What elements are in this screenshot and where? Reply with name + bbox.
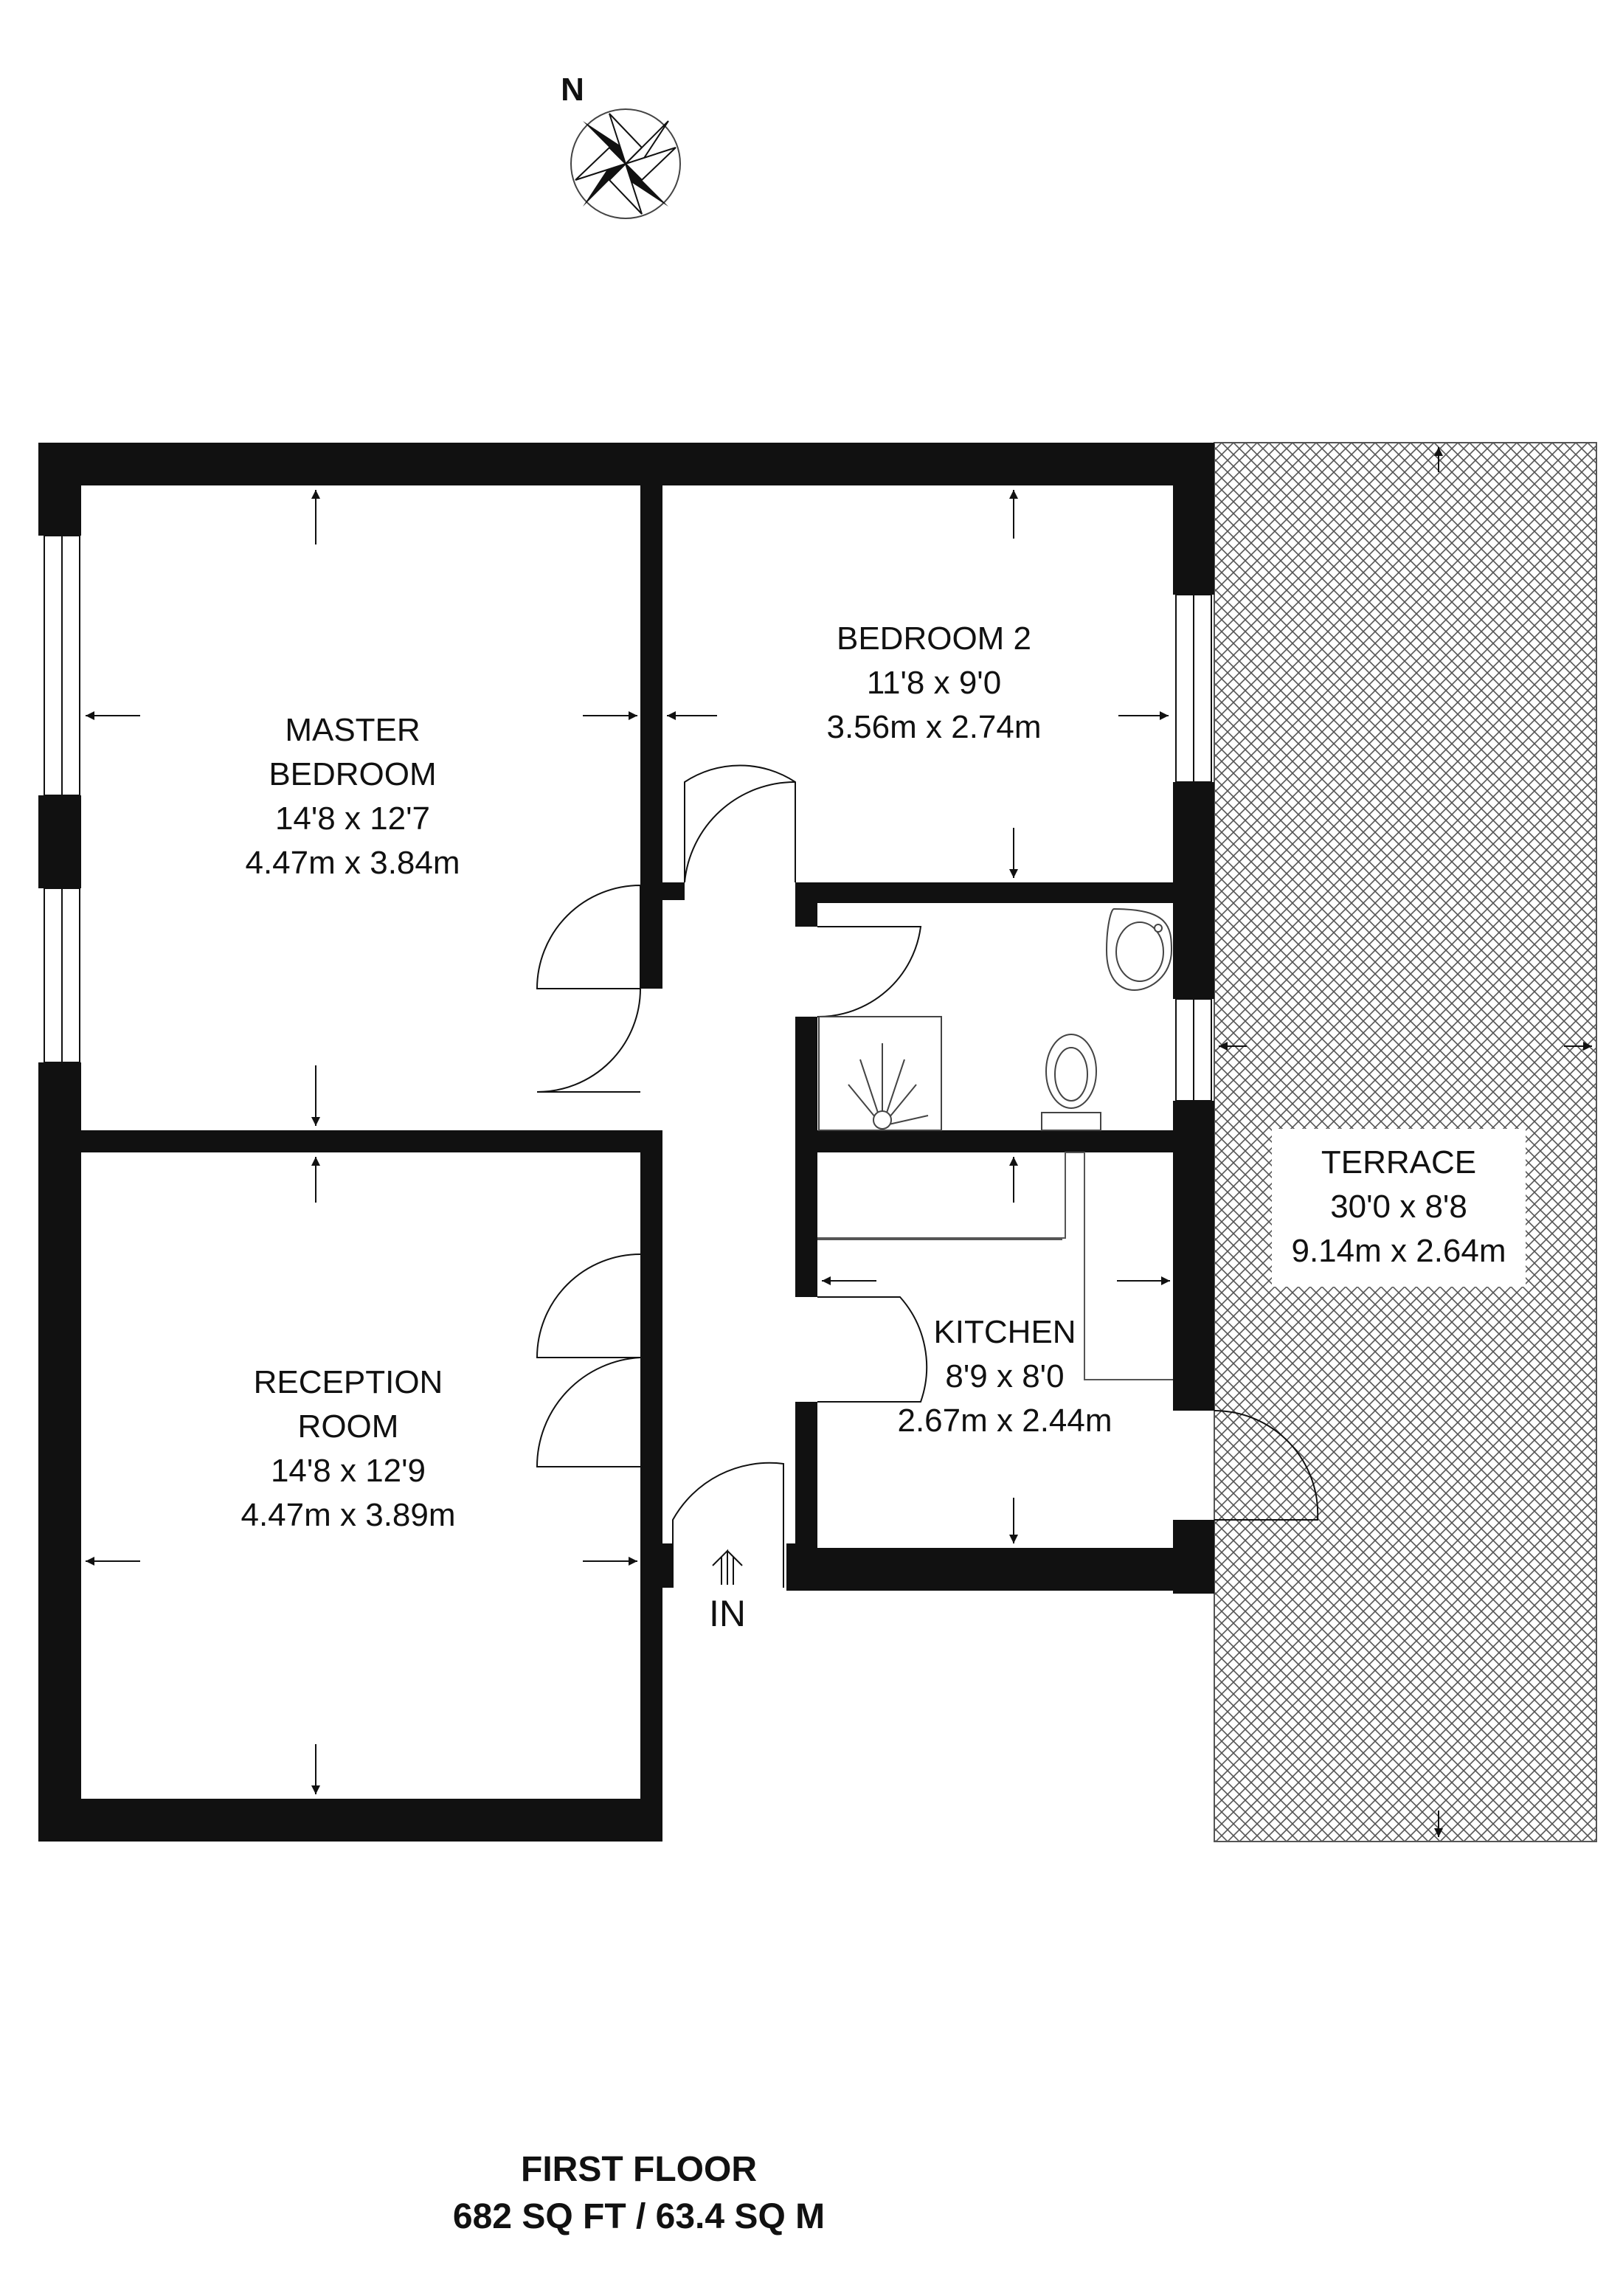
walls — [38, 443, 1214, 1842]
room-reception-room: RECEPTION ROOM 14'8 x 12'9 4.47m x 3.89m — [240, 1364, 455, 1533]
room-name: KITCHEN — [933, 1314, 1076, 1350]
terrace-label-box — [1272, 1129, 1526, 1287]
room-name-line1: RECEPTION — [254, 1364, 443, 1400]
room-bedroom-2: BEDROOM 2 11'8 x 9'0 3.56m x 2.74m — [826, 620, 1041, 745]
toilet-icon — [1041, 1034, 1101, 1131]
dimension-arrows — [86, 447, 1592, 1837]
room-size-metric: 4.47m x 3.84m — [245, 845, 460, 881]
doors — [536, 764, 1319, 1588]
room-name: BEDROOM 2 — [837, 620, 1031, 657]
entrance-label: IN — [709, 1593, 746, 1634]
compass-rose-icon — [570, 108, 681, 219]
room-master-bedroom: MASTER BEDROOM 14'8 x 12'7 4.47m x 3.84m — [245, 712, 460, 881]
room-kitchen: KITCHEN 8'9 x 8'0 2.67m x 2.44m — [897, 1314, 1112, 1439]
room-size-imperial: 14'8 x 12'9 — [271, 1453, 426, 1489]
room-size-metric: 3.56m x 2.74m — [826, 709, 1041, 745]
room-size-metric: 4.47m x 3.89m — [240, 1497, 455, 1533]
floor-title: FIRST FLOOR — [521, 2150, 757, 2189]
room-name-line2: BEDROOM — [269, 756, 436, 792]
kitchen-worktops — [817, 1152, 1173, 1380]
room-size-imperial: 11'8 x 9'0 — [867, 665, 1001, 701]
room-name: TERRACE — [1321, 1144, 1476, 1180]
room-size-imperial: 14'8 x 12'7 — [275, 801, 430, 837]
bathroom-fixtures — [818, 907, 1173, 1131]
room-name-line1: MASTER — [285, 712, 420, 748]
room-size-metric: 2.67m x 2.44m — [897, 1403, 1112, 1439]
room-size-metric: 9.14m x 2.64m — [1291, 1233, 1506, 1269]
room-size-imperial: 30'0 x 8'8 — [1330, 1189, 1467, 1225]
room-terrace: TERRACE 30'0 x 8'8 9.14m x 2.64m — [1272, 1129, 1526, 1287]
windows — [44, 535, 1212, 1102]
entrance-arrow-icon — [712, 1549, 743, 1585]
room-size-imperial: 8'9 x 8'0 — [945, 1358, 1064, 1394]
floor-area: 682 SQ FT / 63.4 SQ M — [453, 2197, 825, 2236]
north-label: N — [561, 72, 584, 108]
room-name-line2: ROOM — [298, 1408, 399, 1445]
